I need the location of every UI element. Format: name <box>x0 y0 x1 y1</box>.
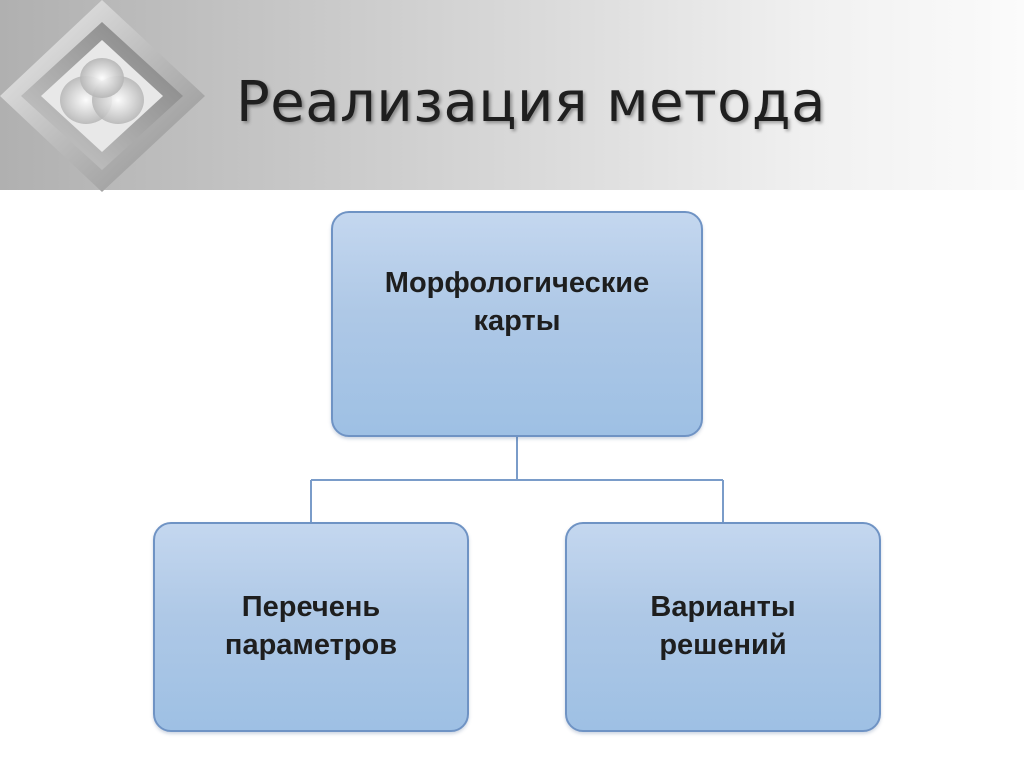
diagram-node-parameters: Перечень параметров <box>153 522 469 732</box>
slide-title: Реализация метода <box>236 70 826 135</box>
diagram-node-solutions: Варианты решений <box>565 522 881 732</box>
node-label-parameters: Перечень параметров <box>224 591 398 661</box>
node-label-solutions: Варианты решений <box>650 591 796 661</box>
node-label-root: Морфологические карты <box>384 267 650 337</box>
diagram-node-root: Морфологические карты <box>331 211 703 437</box>
cube-logo-icon <box>0 0 205 192</box>
